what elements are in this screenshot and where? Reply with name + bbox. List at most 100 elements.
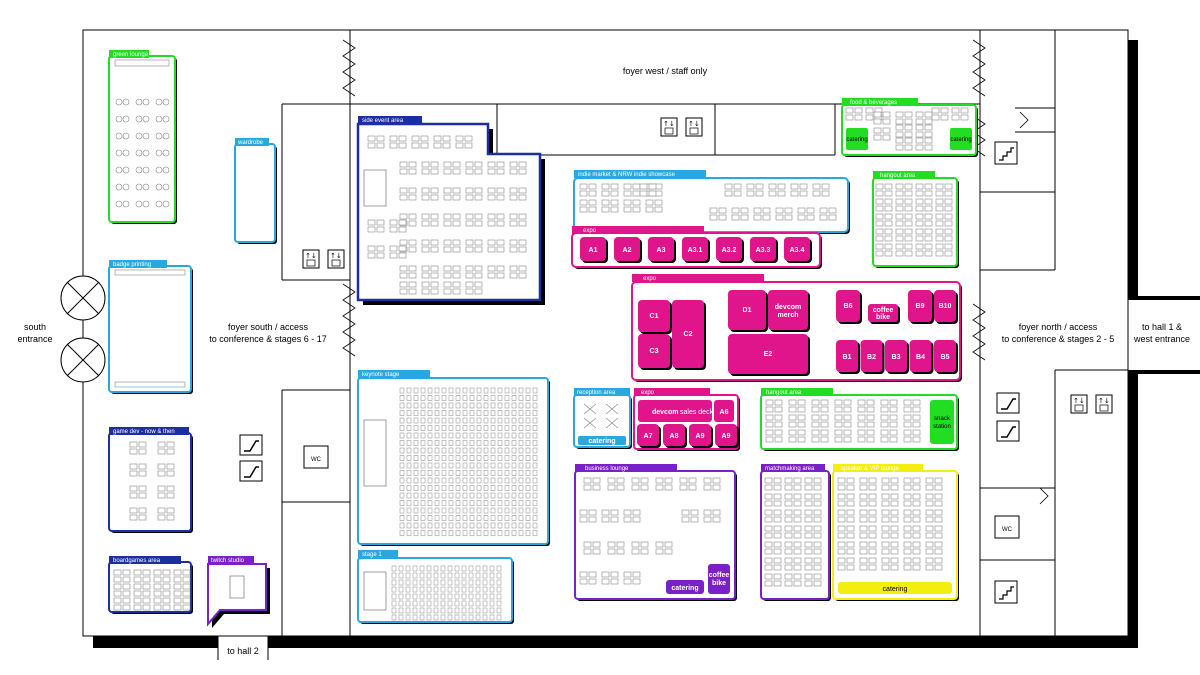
booth-d1[interactable]: D1 <box>728 290 768 332</box>
seat <box>469 462 475 469</box>
seat <box>406 440 412 446</box>
booth-b4[interactable]: B4 <box>909 340 934 374</box>
seat <box>426 586 432 593</box>
seat <box>497 522 503 529</box>
booth-c2[interactable]: C2 <box>672 300 706 370</box>
seat <box>413 522 419 529</box>
zone-side-event[interactable]: side event area <box>356 116 545 305</box>
zone-business-lounge[interactable]: business lounge catering coffee bike <box>574 464 737 601</box>
to-hall1-label-2: west entrance <box>1133 334 1190 344</box>
seat <box>440 586 446 593</box>
seat <box>427 500 433 506</box>
zone-speaker-vip[interactable]: speaker & VIP lounge catering <box>832 464 959 601</box>
zone-boardgames[interactable]: boardgames area <box>108 556 193 614</box>
seat <box>497 455 503 461</box>
seat <box>490 410 496 416</box>
svg-text:merch: merch <box>777 312 798 319</box>
booth-b9[interactable]: B9 <box>908 290 934 324</box>
seat <box>489 593 495 600</box>
zone-food-beverages[interactable]: food & beverages catering catering <box>841 98 978 157</box>
booth-a3-3[interactable]: A3.3 <box>750 237 778 263</box>
svg-text:devcom: devcom <box>652 409 678 416</box>
booth-a3-4[interactable]: A3.4 <box>784 237 812 263</box>
seat <box>413 530 419 536</box>
zone-wardrobe[interactable]: wardrobe <box>234 138 277 244</box>
booth-c3[interactable]: C3 <box>638 334 672 370</box>
booth-b10[interactable]: B10 <box>934 290 958 324</box>
seat <box>406 492 412 499</box>
booth-a7[interactable]: A7 <box>637 424 661 448</box>
seat <box>434 477 440 484</box>
zone-expo-main[interactable]: expo C1 C2 C3 D1 devcom merch <box>631 274 962 382</box>
foyer-north-label-1: foyer north / access <box>1019 322 1098 332</box>
seat <box>475 614 481 621</box>
booth-b6[interactable]: B6 <box>836 290 862 324</box>
seat <box>532 477 538 484</box>
booth-a3-2[interactable]: A3.2 <box>716 237 744 263</box>
seat <box>455 387 461 394</box>
seat <box>413 387 419 394</box>
booth-b3[interactable]: B3 <box>885 340 909 374</box>
seat <box>469 470 475 476</box>
booth-devcom-merch[interactable]: devcom merch <box>768 290 810 332</box>
seat <box>413 432 419 439</box>
zone-game-dev[interactable]: game dev - now & then <box>108 427 193 533</box>
seat <box>448 425 454 431</box>
seat <box>497 410 503 416</box>
zone-badge-printing[interactable]: badge printing <box>108 260 193 394</box>
zone-label: food & beverages <box>850 100 897 106</box>
booth-c1[interactable]: C1 <box>638 300 672 334</box>
zone-stage-1[interactable]: stage 1 <box>357 550 514 624</box>
seat <box>406 432 412 439</box>
seat <box>532 395 538 401</box>
booth-a1[interactable]: A1 <box>580 237 608 263</box>
seat <box>490 515 496 521</box>
seat <box>434 395 440 401</box>
seat <box>427 410 433 416</box>
booth-a9[interactable]: A9 <box>689 424 713 448</box>
seat <box>441 402 447 409</box>
zone-indie-market[interactable]: indie market & NRW indie showcase <box>573 170 850 234</box>
booth-a8[interactable]: A8 <box>663 424 687 448</box>
booth-b5[interactable]: B5 <box>934 340 958 374</box>
seat <box>434 455 440 461</box>
booth-devcom-sales-deck[interactable]: devcom sales deck <box>638 400 714 422</box>
seat <box>525 477 531 484</box>
seat <box>413 507 419 514</box>
svg-text:A3.4: A3.4 <box>790 247 805 254</box>
seat <box>462 417 468 424</box>
booth-b2[interactable]: B2 <box>860 340 885 374</box>
booth-a3-1[interactable]: A3.1 <box>682 237 710 263</box>
zone-keynote-stage[interactable]: keynote stage <box>357 370 550 546</box>
seat <box>427 515 433 521</box>
seat <box>476 425 482 431</box>
seat <box>476 507 482 514</box>
seat <box>462 485 468 491</box>
booth-coffee-bike[interactable]: coffee bike <box>868 304 900 324</box>
zone-twitch-studio[interactable]: twitch studio <box>207 556 270 628</box>
zone-hangout-top[interactable]: hangout area <box>872 171 959 268</box>
seat <box>405 607 411 614</box>
booth-a2[interactable]: A2 <box>614 237 642 263</box>
zone-green-lounge[interactable]: green lounge <box>108 50 177 224</box>
zone-matchmaking[interactable]: matchmaking area <box>760 464 831 601</box>
seat <box>497 440 503 446</box>
seat <box>490 485 496 491</box>
seat <box>441 462 447 469</box>
booth-b1[interactable]: B1 <box>836 340 860 374</box>
booth-a6[interactable]: A6 <box>714 400 734 422</box>
booth-a3[interactable]: A3 <box>648 237 676 263</box>
booth-e2[interactable]: E2 <box>728 334 810 376</box>
booth-a9[interactable]: A9 <box>715 424 739 448</box>
seat <box>532 492 538 499</box>
seat <box>532 522 538 529</box>
seat <box>426 572 432 579</box>
seat <box>427 530 433 536</box>
zone-hangout-mid[interactable]: hangout area snack station <box>760 388 959 451</box>
seat <box>454 572 460 579</box>
seat <box>490 462 496 469</box>
seat <box>469 507 475 514</box>
zone-reception[interactable]: reception area catering <box>573 388 632 449</box>
